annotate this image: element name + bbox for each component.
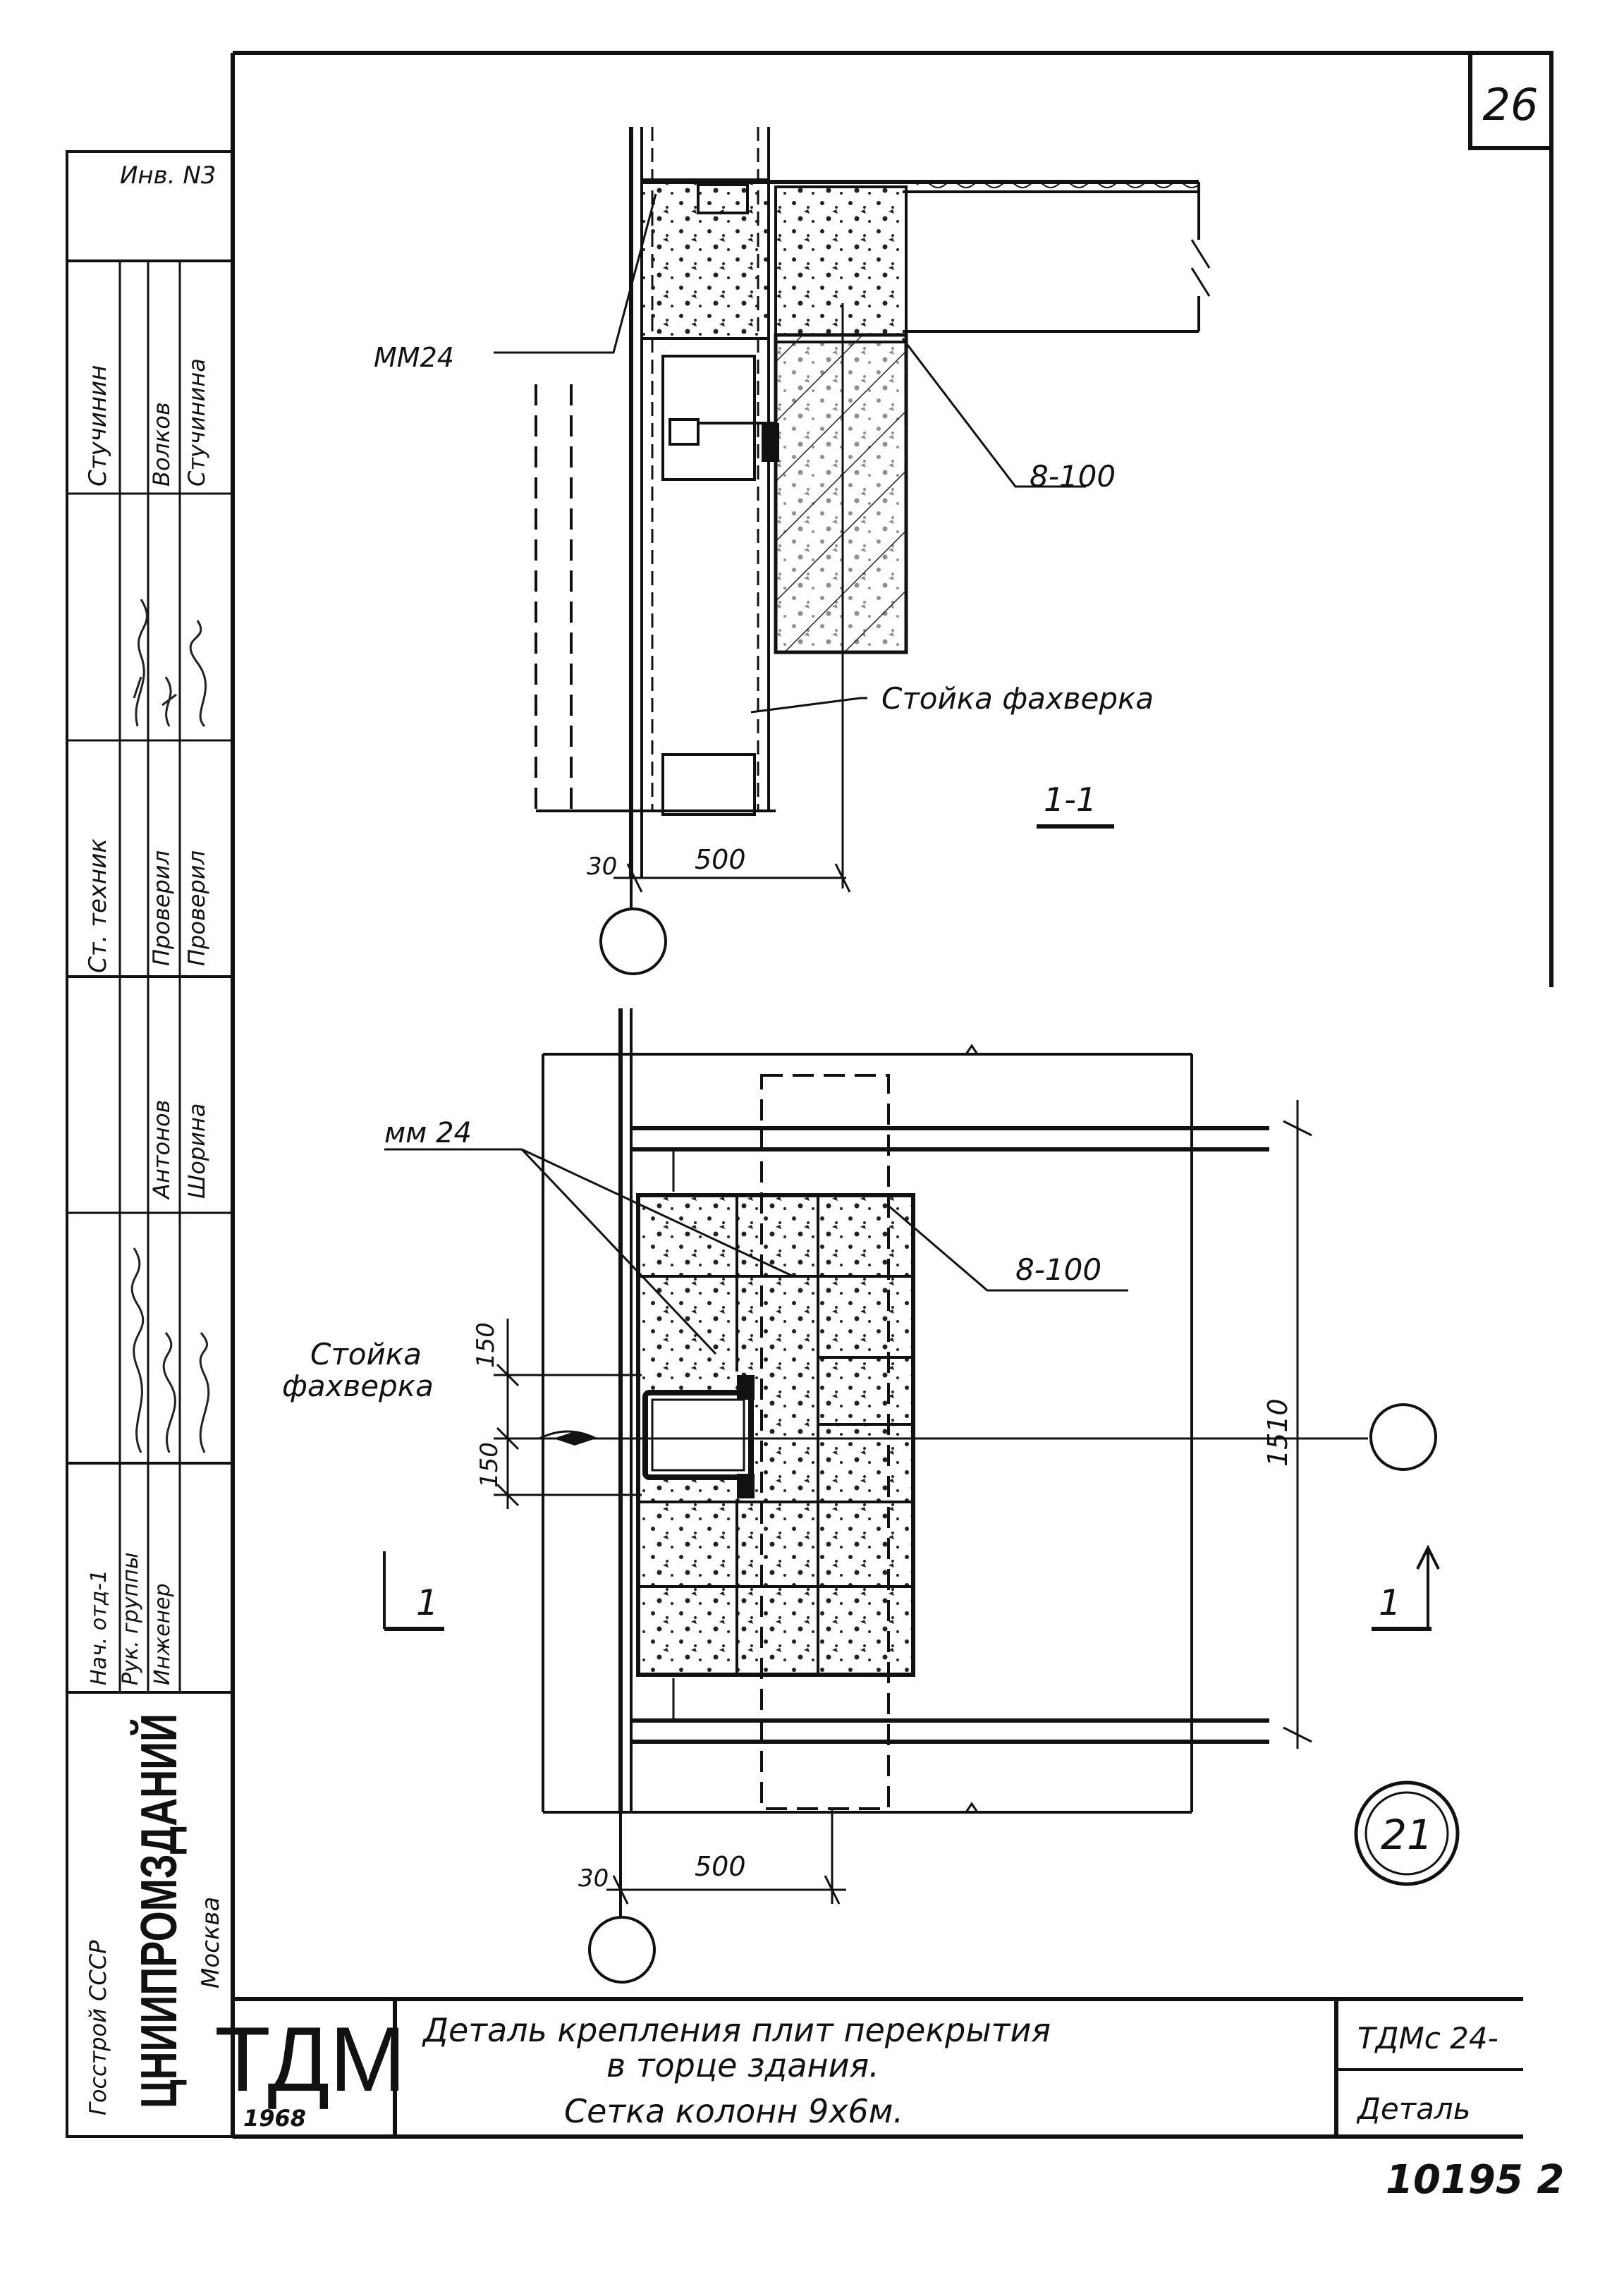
org-city: Москва — [197, 1897, 225, 1988]
side-col-roles: Ст. техник — [84, 838, 112, 973]
name-shorina: Шорина — [183, 1104, 210, 1199]
label-8-100-top: 8-100 — [1030, 459, 1116, 494]
role-nach-otd: Нач. отд-1 — [87, 1570, 111, 1685]
org-gosstroy: Госстрой СССР — [85, 1940, 111, 2115]
label-mm24-plan: мм 24 — [384, 1117, 472, 1149]
label-post-top: Стойка фахверка — [881, 681, 1154, 716]
org-main: ЦНИИПРОМЗДАНИЙ — [130, 1713, 188, 2108]
dim-500-top: 500 — [695, 844, 746, 875]
sheet-number-box — [1468, 51, 1553, 150]
label-8-100-plan: 8-100 — [1015, 1252, 1101, 1287]
year: 1968 — [243, 2105, 306, 2132]
plan-view — [383, 1008, 1460, 1984]
section-mark-1-1: 1-1 — [1044, 781, 1097, 819]
dim-500-plan: 500 — [695, 1851, 746, 1882]
inv-number: Инв. N3 — [120, 161, 216, 190]
title-line-1: Деталь крепления плит перекрытия — [422, 2011, 1051, 2049]
label-post-plan-1: Стойка — [310, 1337, 422, 1371]
dim-1510: 1510 — [1262, 1398, 1293, 1467]
dim-30-top: 30 — [587, 853, 617, 881]
name-stuchinina: Стучинина — [183, 358, 210, 487]
dim-150-lower: 150 — [475, 1442, 503, 1488]
sheet-type: Деталь — [1356, 2091, 1470, 2126]
doc-code: ТДМс 24- — [1357, 2021, 1498, 2055]
role-ruk-gruppy: Рук. группы — [118, 1552, 143, 1685]
side-stamp-table — [66, 150, 234, 2138]
title-line-3: Сетка колонн 9х6м. — [564, 2092, 903, 2130]
name-proveril-1: Проверил — [148, 850, 175, 966]
doc-number: 10195 2 — [1386, 2157, 1564, 2203]
name-volkov: Волков — [148, 402, 175, 487]
dim-150-upper: 150 — [472, 1322, 500, 1368]
role-st-technik: Ст. техник — [84, 838, 112, 973]
label-post-plan-2: фахверка — [282, 1369, 434, 1403]
title-block — [233, 1997, 1523, 2137]
signatures — [130, 599, 210, 1453]
sheet-number: 26 — [1483, 79, 1539, 130]
title-line-2: в торце здания. — [606, 2046, 879, 2084]
name-antonov: Антонов — [148, 1100, 175, 1200]
section-1-1 — [494, 127, 1211, 975]
cut-mark-right: 1 — [1379, 1582, 1401, 1623]
role-stuchinin: Стучинин — [84, 365, 112, 487]
cut-mark-left: 1 — [416, 1582, 439, 1623]
tdm-logo: ТДМ — [214, 2008, 405, 2110]
role-inzhener: Инженер — [150, 1583, 175, 1685]
name-proveril-2: Проверил — [183, 850, 210, 966]
label-mm24-top: ММ24 — [374, 342, 454, 373]
detail-number: 21 — [1381, 1811, 1433, 1859]
dim-30-plan: 30 — [578, 1864, 609, 1893]
